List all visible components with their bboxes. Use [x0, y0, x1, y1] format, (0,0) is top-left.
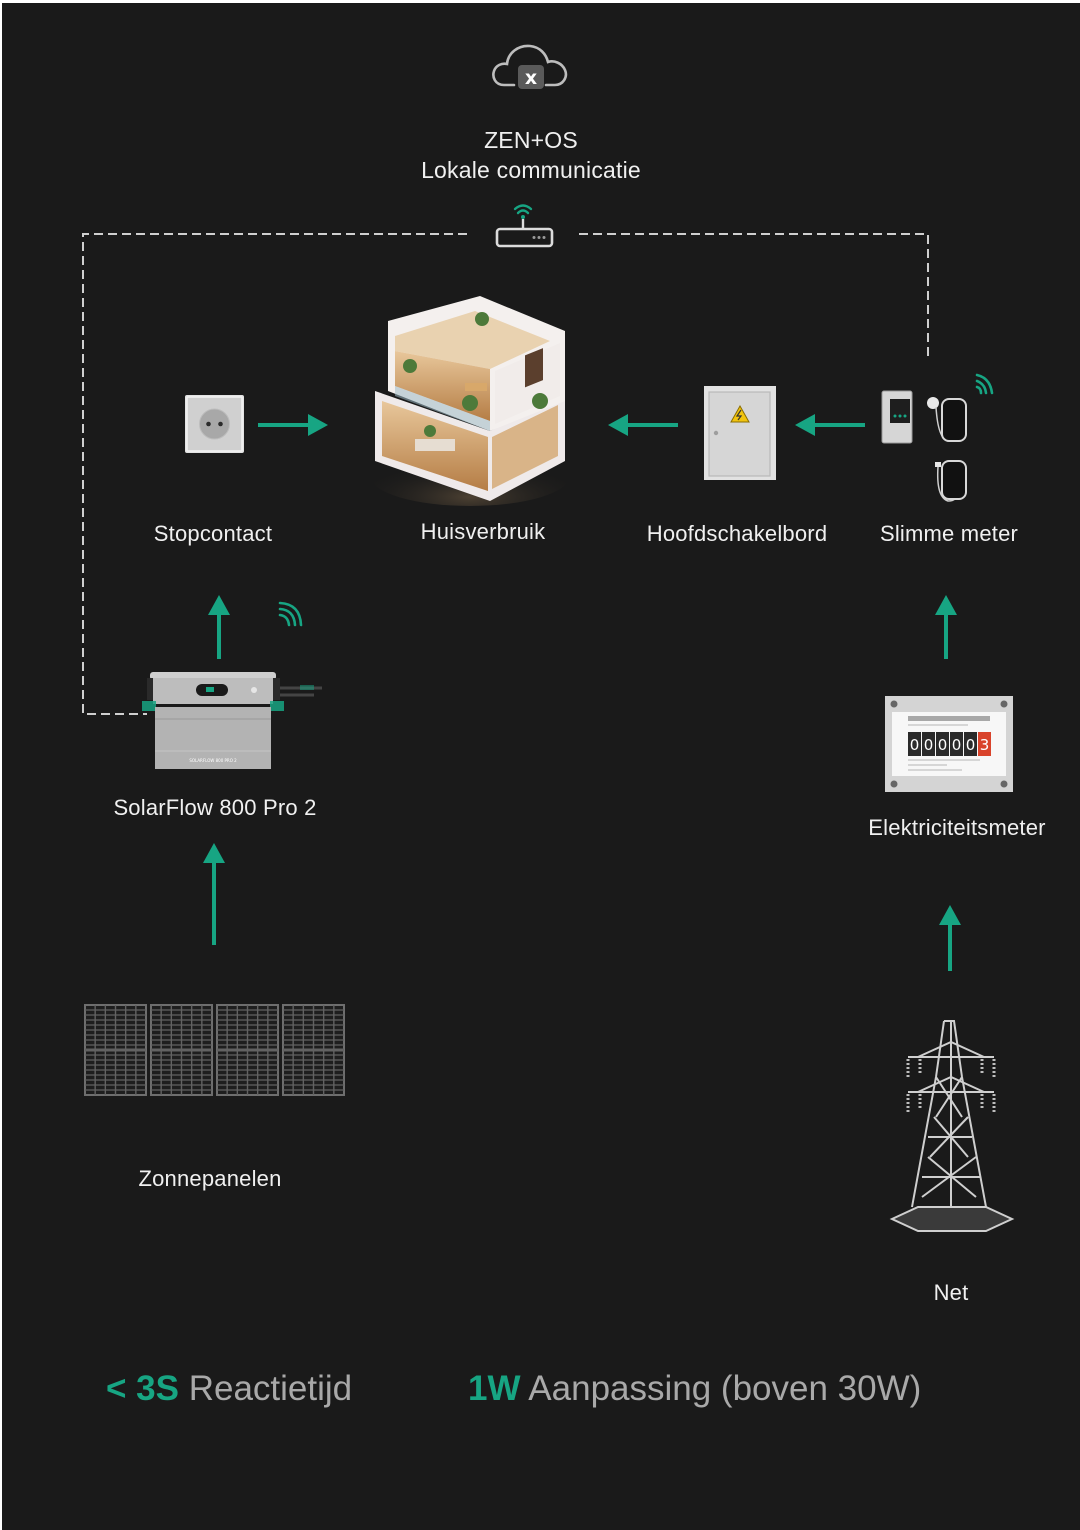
- meter-digit-cell: [922, 732, 935, 756]
- cloud-badge-text: x: [525, 67, 537, 89]
- wifi-signal-icon: [278, 601, 303, 627]
- stat-adjustment: 1W Aanpassing (boven 30W): [468, 1369, 921, 1409]
- node-label-slimme-meter: Slimme meter: [879, 521, 1019, 546]
- solar-panel: [216, 1004, 279, 1096]
- stat-adjustment-label: Aanpassing (boven 30W): [528, 1369, 922, 1408]
- meter-digit: 0: [938, 736, 948, 754]
- arrow-panels-to-solarflow: [203, 843, 225, 945]
- solar-panel: [150, 1004, 213, 1096]
- solar-panel: [84, 1004, 147, 1096]
- cloud-offline-icon: x: [490, 41, 572, 93]
- dashed-line-left: [82, 233, 467, 715]
- power-pylon-icon: [888, 1017, 1015, 1235]
- node-label-solarflow: SolarFlow 800 Pro 2: [113, 795, 317, 820]
- stat-adjustment-value: 1W: [468, 1369, 521, 1408]
- stat-reaction-time-label: Reactietijd: [188, 1369, 353, 1408]
- stat-reaction-time: < 3S Reactietijd: [106, 1369, 352, 1409]
- arrow-grid-to-elecmeter: [939, 905, 961, 971]
- meter-digit: 3: [980, 736, 990, 754]
- meter-digit-cell: [964, 732, 977, 756]
- system-title: ZEN+OS: [484, 127, 578, 153]
- meter-digit-cell: [950, 732, 963, 756]
- arrow-socket-to-house: [258, 414, 328, 436]
- electrical-panel-icon: [704, 386, 776, 480]
- meter-digit: 0: [952, 736, 962, 754]
- solarflow-device-icon: SOLARFLOW 800 PRO 2: [142, 669, 324, 771]
- solar-panel: [282, 1004, 345, 1096]
- arrow-elecmeter-to-smartmeter: [935, 595, 957, 659]
- meter-digit-cell: [936, 732, 949, 756]
- smart-meter-icon: [878, 369, 1002, 509]
- energy-flow-diagram: x ZEN+OS Lokale communicatie: [2, 3, 1080, 1530]
- arrow-solarflow-to-socket: [208, 595, 230, 659]
- system-subtitle: Lokale communicatie: [421, 157, 641, 183]
- meter-digit-cell: [978, 732, 991, 756]
- meter-digit: 0: [910, 736, 920, 754]
- meter-digit-cell: [908, 732, 921, 756]
- stat-reaction-time-value: < 3S: [106, 1369, 179, 1408]
- arrow-panel-to-house: [608, 414, 678, 436]
- device-model-text: SOLARFLOW 800 PRO 2: [189, 758, 237, 763]
- node-label-elektriciteitsmeter: Elektriciteitsmeter: [868, 815, 1046, 840]
- wifi-router-icon: [492, 197, 554, 249]
- meter-digit: 0: [966, 736, 976, 754]
- node-label-huisverbruik: Huisverbruik: [420, 519, 546, 544]
- node-label-zonnepanelen: Zonnepanelen: [138, 1166, 282, 1191]
- node-label-net: Net: [933, 1280, 969, 1305]
- node-label-stopcontact: Stopcontact: [153, 521, 273, 546]
- arrow-meter-to-panel: [795, 414, 865, 436]
- node-label-hoofdschakelbord: Hoofdschakelbord: [646, 521, 828, 546]
- communication-lines: [82, 233, 929, 715]
- meter-digit: 0: [924, 736, 934, 754]
- solar-panels-icon: [84, 1004, 346, 1096]
- power-socket-icon: [185, 395, 244, 453]
- dashed-line-right: [579, 233, 929, 358]
- house-icon: [370, 291, 570, 506]
